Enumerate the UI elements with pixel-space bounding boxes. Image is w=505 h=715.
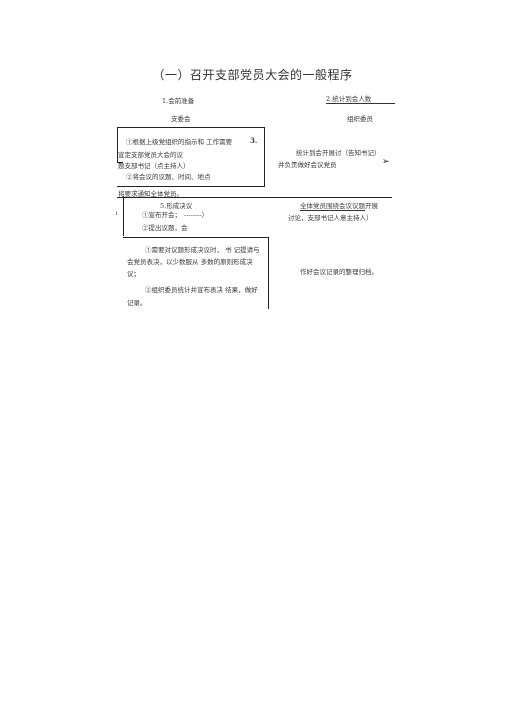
box1-right-border (264, 127, 265, 187)
right-para1: 统计到会开展讨（告知书记） (296, 149, 381, 157)
section-divider (117, 197, 392, 198)
box1-bottom-border (117, 186, 265, 187)
box1-line1: ①根据上级党组织的指示和 工作需要 (126, 138, 233, 146)
box3-line1: ①需要对议题形成决议时， 书 记提请与 (145, 246, 260, 254)
step2-role: 组织委员 (347, 115, 373, 123)
arrow-icon: ➢ (382, 157, 390, 167)
box3-line3: 议； (127, 270, 140, 278)
right-para3-c: 开展 (365, 202, 378, 210)
right-para3-b: 议题 (352, 202, 365, 211)
step1-role: 支委会 (171, 115, 191, 123)
box1-line4: ②将会议的议题、时间、地点 (126, 173, 211, 181)
box2-line1: ①宣布开会； (142, 211, 181, 219)
step5-heading: 5.形成决议 (160, 202, 193, 210)
box3-line5: 记录。 (127, 299, 147, 307)
box2-line2: ②提出议题，会 (142, 224, 188, 232)
step1-heading: 1.会前准备 (162, 97, 195, 105)
box1-line3: 题支部书记（点主持人） (118, 162, 190, 170)
box3-right-border (268, 237, 269, 309)
right-para4: 讨论，支部书记人意主持人） (288, 214, 373, 222)
notice-line: 将要求通知全体党员。 (118, 190, 183, 198)
box1-top-border (117, 127, 265, 128)
box2-left-border (123, 196, 124, 236)
right-para3-a: 全体党员围绕会议 (300, 202, 352, 211)
page-title: （一）召开支部党员大会的一般程序 (152, 68, 353, 82)
right-para5: 作好会议记录的整理归档。 (300, 268, 378, 276)
box3-line4: ②组织委员统计并宣布表决 结果，做好 (145, 286, 258, 294)
right-para3: 全体党员围绕会议议题开展 (300, 202, 378, 211)
box1-step-number: 3. (250, 136, 258, 145)
box3-line2: 会党员表决，以少数服从 多数的原则形成决 (127, 258, 253, 266)
box2-mark: 1 (115, 211, 119, 217)
box1-notch (117, 162, 123, 163)
right-para2: 并负责做好会议党员 (278, 161, 337, 169)
box2-dash: --------） (184, 211, 209, 219)
box1-left-border (117, 127, 118, 163)
box3-top-border (123, 237, 269, 238)
step2-heading: 2.统计到会人数 (326, 95, 396, 104)
box1-line2: 宣定支部党员大会的议 (118, 151, 183, 159)
